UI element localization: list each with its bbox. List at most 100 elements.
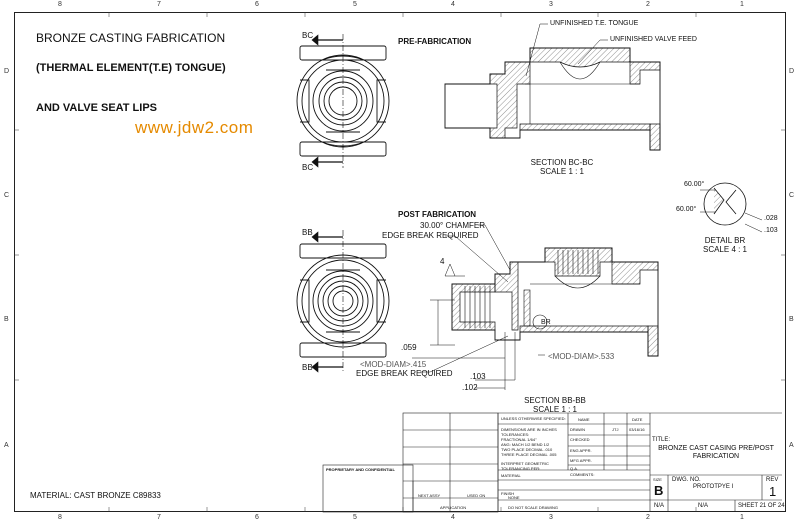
tb-comments: COMMENTS: (570, 472, 595, 477)
section-label-bb-top: BB (302, 228, 313, 237)
material-note: MATERIAL: CAST BRONZE C89833 (30, 491, 161, 500)
detail-dim-028: .028 (764, 215, 778, 222)
tb-dims-1: TOLERANCES: (501, 432, 530, 437)
tb-finish-lbl: FINISH (501, 491, 515, 496)
tb-drawn: DRAWN (570, 427, 585, 432)
zone-bottom-4: 4 (451, 514, 455, 521)
tb-na-2: N/A (698, 503, 709, 509)
tb-dims-0: DIMENSIONS ARE IN INCHES (501, 427, 557, 432)
zone-bottom-3: 3 (549, 514, 553, 521)
tb-dwg-lbl: DWG. NO. (672, 477, 701, 483)
tb-material-lbl: MATERIAL (501, 473, 521, 478)
chamfer-note: 30.00° CHAMFER (420, 221, 485, 230)
zone-bottom-8: 8 (58, 514, 62, 521)
pre-fab-section-view (444, 47, 661, 151)
detail-br-view (700, 182, 763, 233)
dim-102: .102 (462, 383, 478, 392)
callout-unfinished-valve-feed: UNFINISHED VALVE FEED (610, 36, 697, 43)
tb-eng-appr: ENG APPR. (570, 448, 592, 453)
dim-103: .103 (470, 372, 486, 381)
drawing-title-line2: (THERMAL ELEMENT(T.E) TONGUE) (36, 62, 226, 74)
detail-br-scale: SCALE 4 : 1 (702, 245, 748, 254)
pre-fab-heading: PRE-FABRICATION (398, 37, 472, 46)
tb-qa: Q.A. (570, 466, 579, 471)
zone-right-c: C (789, 192, 795, 199)
detail-br-caption: DETAIL BR SCALE 4 : 1 (690, 236, 760, 254)
zone-top-2: 2 (646, 1, 650, 8)
tb-proprietary: PROPRIETARY AND CONFIDENTIAL (326, 467, 395, 472)
title-block-grid (322, 412, 782, 513)
drawing-border (14, 12, 786, 512)
tb-sheet: SHEET 21 OF 24 (738, 503, 785, 509)
pre-section-line-bc (311, 34, 344, 168)
tb-next-assy: NEXT ASSY (418, 493, 441, 498)
tb-mfg-appr: MFG APPR. (570, 458, 592, 463)
zone-top-8: 8 (58, 1, 62, 8)
zone-bottom-6: 6 (255, 514, 259, 521)
detail-dim-103: .103 (764, 227, 778, 234)
zone-top-6: 6 (255, 1, 259, 8)
tb-application: APPLICATION (440, 505, 467, 510)
zone-bottom-2: 2 (646, 514, 650, 521)
zone-left-d: D (4, 68, 10, 75)
tb-size-val: B (654, 483, 664, 498)
section-bb-title: SECTION BB-BB (524, 396, 586, 405)
zone-left-b: B (4, 316, 9, 323)
section-bc-scale: SCALE 1 : 1 (539, 167, 585, 176)
zone-top-3: 3 (549, 1, 553, 8)
zone-top-4: 4 (451, 1, 455, 8)
section-bb-scale: SCALE 1 : 1 (532, 405, 578, 414)
tb-finish-val: NONE (508, 495, 520, 500)
tb-dims-3: ANG: MACH 1/2 BEND 1/2 (501, 442, 550, 447)
tb-drawn-name: JTJ (612, 427, 619, 432)
detail-br-title: DETAIL BR (704, 236, 746, 245)
tb-dims-block: DIMENSIONS ARE IN INCHES TOLERANCES: FRA… (501, 427, 557, 457)
zone-bottom-5: 5 (353, 514, 357, 521)
tb-geom-block: INTERPRET GEOMETRIC TOLERANCING PER: (501, 461, 549, 471)
tb-unless: UNLESS OTHERWISE SPECIFIED: (501, 416, 566, 421)
section-label-bc-bottom: BC (302, 163, 314, 172)
drawing-title-line1: BRONZE CASTING FABRICATION (36, 31, 226, 45)
zone-bottom-1: 1 (740, 514, 744, 521)
edge-break-note-2: EDGE BREAK REQUIRED (356, 369, 453, 378)
tb-name-col: NAME (578, 417, 590, 422)
tb-used-on: USED ON (467, 493, 486, 498)
section-label-bb-bottom: BB (302, 363, 313, 372)
zone-top-5: 5 (353, 1, 357, 8)
section-bc-caption: SECTION BC-BC SCALE 1 : 1 (512, 158, 612, 176)
callout-unfinished-te-tongue: UNFINISHED T.E. TONGUE (550, 20, 639, 27)
zone-left-a: A (4, 442, 9, 449)
pre-callout-leaders (525, 23, 608, 77)
mod-diam-533: <MOD-DIAM>.533 (548, 352, 615, 361)
zone-top-1: 1 (740, 1, 744, 8)
dim-059: .059 (401, 343, 417, 352)
section-bb-caption: SECTION BB-BB SCALE 1 : 1 (500, 396, 610, 414)
mod-diam-415: <MOD-DIAM>.415 (360, 360, 427, 369)
tb-size-lbl: SIZE (653, 477, 662, 482)
tb-dims-5: THREE PLACE DECIMAL .005 (501, 452, 557, 457)
tb-date-col: DATE (632, 417, 643, 422)
tb-dwg-val: PROTOTPYE I (693, 484, 734, 490)
tb-dims-4: TWO PLACE DECIMAL .010 (501, 447, 553, 452)
zone-right-b: B (789, 316, 794, 323)
tb-geom-0: INTERPRET GEOMETRIC (501, 461, 549, 466)
surface-finish-symbol: 4 (440, 257, 445, 266)
section-bc-title: SECTION BC-BC (530, 158, 594, 167)
zone-right-a: A (789, 442, 794, 449)
post-section-line-bb (311, 230, 344, 373)
tb-geom-1: TOLERANCING PER: (501, 466, 541, 471)
tb-title-val-1: BRONZE CAST CASING PRE/POST (658, 445, 774, 452)
detail-angle-1: 60.00° (684, 181, 705, 188)
tb-title-val-2: FABRICATION (692, 453, 740, 460)
tb-dims-2: FRACTIONAL 1/64" (501, 437, 537, 442)
zone-right-d: D (789, 68, 795, 75)
tb-do-not-scale: DO NOT SCALE DRAWING (508, 505, 559, 510)
post-fab-section-view (451, 247, 659, 357)
tb-rev-val: 1 (769, 484, 777, 499)
watermark-link: www.jdw2.com (135, 118, 254, 137)
detail-ref-br: BR (541, 319, 551, 326)
zone-ticks (14, 12, 786, 512)
zone-top-7: 7 (157, 1, 161, 8)
drawing-title-line3: AND VALVE SEAT LIPS (36, 102, 158, 114)
